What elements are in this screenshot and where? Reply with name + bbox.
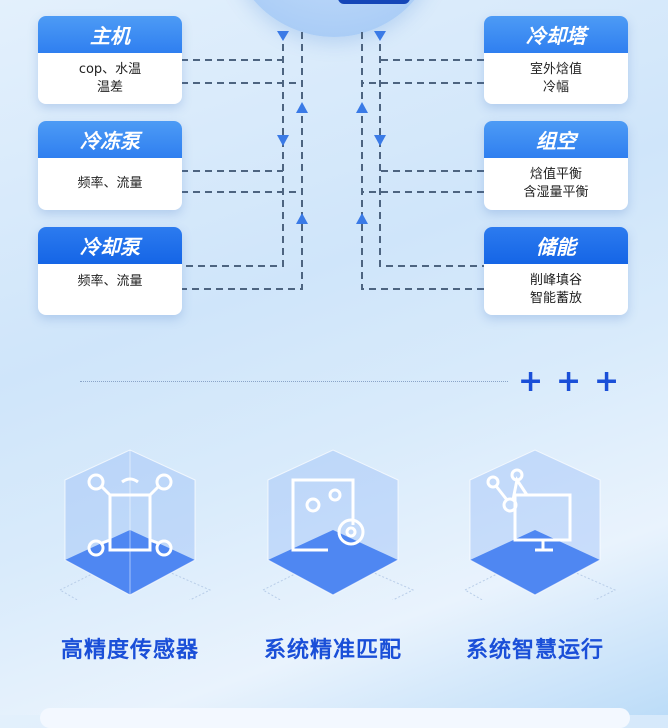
card-chilled-pump: 冷冻泵 频率、流量 xyxy=(38,121,182,210)
card-cooling-tower: 冷却塔 室外焓值 冷幅 xyxy=(484,16,628,104)
monitor-network-icon xyxy=(463,449,617,600)
next-section-edge xyxy=(40,708,630,728)
card-text: 冷幅 xyxy=(542,79,569,95)
arrow-up-icon xyxy=(296,102,308,113)
arrow-up-icon xyxy=(356,213,368,224)
card-text: 智能蓄放 xyxy=(529,290,582,306)
card-host: 主机 cop、水温 温差 xyxy=(38,16,182,104)
right-line-outer xyxy=(379,32,484,267)
arrow-down-icon xyxy=(374,135,386,146)
card-text: 焓值平衡 xyxy=(529,167,582,182)
card-air-unit: 组空 焓值平衡 含湿量平衡 xyxy=(484,121,628,210)
central-hub-label-bar xyxy=(338,0,410,4)
card-text: cop、水温 xyxy=(78,61,142,77)
card-title: 储能 xyxy=(484,227,628,264)
section-divider xyxy=(80,381,508,382)
gear-flow-icon xyxy=(261,449,415,600)
arrow-down-icon xyxy=(277,135,289,146)
card-title: 主机 xyxy=(38,16,182,53)
feature-smart-operation: 系统智慧运行 xyxy=(435,430,635,664)
arrow-up-icon xyxy=(356,102,368,113)
card-cooling-pump: 冷却泵 频率、流量 xyxy=(38,227,182,315)
feature-label: 系统精准匹配 xyxy=(263,638,402,663)
plus-star-icon: + xyxy=(518,364,544,399)
arrow-down-icon xyxy=(374,31,386,41)
feature-matching: 系统精准匹配 xyxy=(233,430,433,664)
right-line-inner xyxy=(361,32,484,290)
arrow-down-icon xyxy=(277,31,289,41)
plus-star-icon: + xyxy=(556,364,582,399)
card-title: 冷却泵 xyxy=(38,227,182,264)
card-text: 含湿量平衡 xyxy=(523,185,589,200)
feature-sensor: 高精度传感器 xyxy=(30,430,230,664)
card-text: 室外焓值 xyxy=(529,61,582,77)
card-text: 频率、流量 xyxy=(77,274,143,289)
connection-lines xyxy=(181,31,484,290)
sensor-chip-icon xyxy=(58,449,212,600)
plus-star-icon: + xyxy=(594,364,620,399)
card-text: 频率、流量 xyxy=(77,176,143,191)
feature-label: 高精度传感器 xyxy=(60,638,199,663)
card-text: 温差 xyxy=(96,79,123,95)
left-line-inner xyxy=(181,32,303,290)
card-title: 组空 xyxy=(484,121,628,158)
feature-label: 系统智慧运行 xyxy=(465,638,604,663)
left-line-outer xyxy=(181,32,284,267)
card-text: 削峰填谷 xyxy=(529,272,582,288)
card-title: 冷冻泵 xyxy=(38,121,182,158)
card-title: 冷却塔 xyxy=(484,16,628,53)
card-energy-storage: 储能 削峰填谷 智能蓄放 xyxy=(484,227,628,315)
arrow-up-icon xyxy=(296,213,308,224)
